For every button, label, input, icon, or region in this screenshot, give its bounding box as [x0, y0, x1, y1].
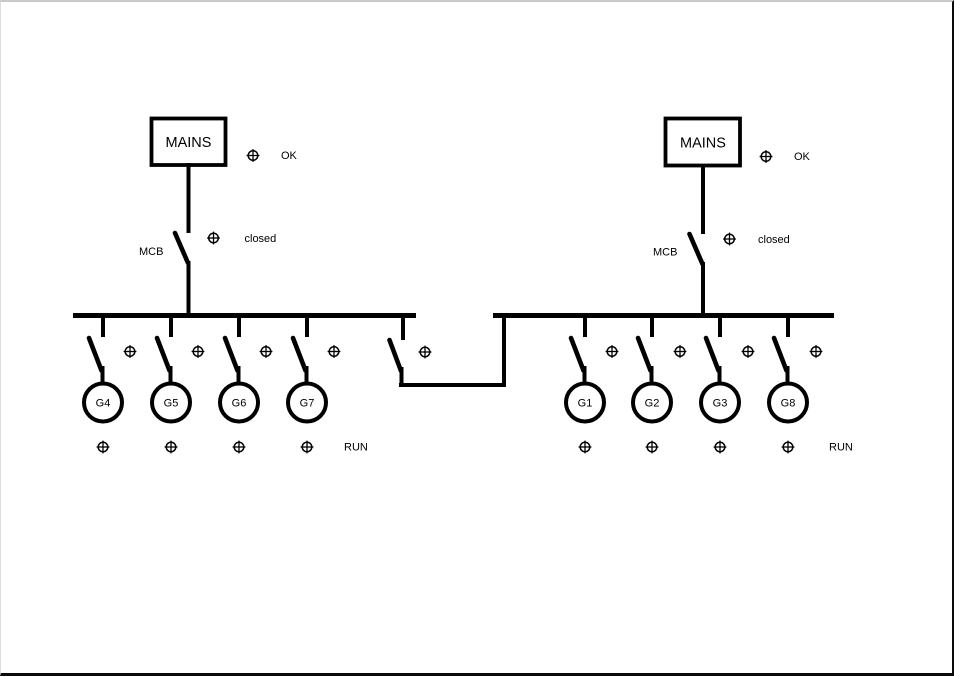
- g8-generator-circle[interactable]: [767, 381, 809, 424]
- g8-run-indicator-icon: [780, 439, 796, 455]
- g5-generator-circle[interactable]: [150, 381, 192, 424]
- left-mcb-breaker[interactable]: [172, 230, 191, 266]
- right-mains-ok-indicator-icon: [758, 149, 774, 164]
- g8-label: G8: [781, 398, 796, 410]
- g6-generator-circle[interactable]: [218, 381, 260, 424]
- g8-switch-indicator-icon: [808, 344, 824, 359]
- bus-tie-switch[interactable]: [387, 313, 506, 387]
- right-mains-status-label: OK: [794, 151, 811, 163]
- g7-generator-circle[interactable]: [286, 381, 328, 424]
- g6-switch-indicator-icon: [258, 344, 274, 359]
- g4-run-indicator-icon: [95, 439, 111, 455]
- right-mcb-breaker[interactable]: [687, 231, 705, 267]
- right-mcb-switch-blade[interactable]: [687, 231, 705, 267]
- g3-label: G3: [713, 398, 728, 410]
- g2-generator-circle[interactable]: [631, 381, 673, 424]
- right-mains-source: MAINS: [663, 116, 742, 168]
- g4-generator-circle[interactable]: [82, 381, 124, 424]
- right-section: MAINS OK MCB closed G1 G2: [493, 116, 853, 455]
- g5-label: G5: [164, 398, 179, 410]
- g4-label: G4: [96, 398, 111, 410]
- g7-switch-indicator-icon: [326, 344, 342, 359]
- left-generator-g5[interactable]: G5: [150, 313, 192, 424]
- tie-switch-indicator-icon: [417, 344, 433, 360]
- g4-switch-indicator-icon: [122, 344, 138, 359]
- g3-switch-blade[interactable]: [703, 335, 721, 373]
- g6-switch-blade[interactable]: [222, 335, 240, 373]
- g3-run-indicator-icon: [712, 439, 728, 455]
- g4-switch-blade[interactable]: [86, 335, 104, 373]
- right-generator-g8[interactable]: G8: [767, 313, 809, 424]
- g3-switch-indicator-icon: [740, 344, 756, 359]
- left-generator-g4[interactable]: G4: [82, 313, 124, 424]
- g5-switch-blade[interactable]: [154, 335, 172, 373]
- left-mains-ok-indicator-icon: [245, 148, 261, 163]
- right-generator-g3[interactable]: G3: [699, 313, 741, 424]
- right-mcb-closed-indicator-icon: [722, 231, 737, 247]
- right-mcb-label: MCB: [653, 247, 677, 259]
- right-mcb-status-label: closed: [758, 234, 790, 246]
- g2-switch-blade[interactable]: [635, 335, 653, 373]
- g3-generator-circle[interactable]: [699, 381, 741, 424]
- g5-switch-indicator-icon: [190, 344, 206, 359]
- left-mains-source: MAINS: [149, 116, 228, 167]
- g1-run-indicator-icon: [577, 439, 593, 455]
- right-run-label: RUN: [829, 442, 853, 454]
- g1-generator-circle[interactable]: [564, 381, 606, 424]
- right-mains-box: [663, 116, 742, 168]
- g8-switch-blade[interactable]: [771, 335, 789, 373]
- left-mcb-label: MCB: [139, 246, 163, 258]
- tie-switch-blade[interactable]: [387, 337, 404, 374]
- g5-run-indicator-icon: [163, 439, 179, 455]
- g2-switch-indicator-icon: [672, 344, 688, 359]
- g1-switch-indicator-icon: [604, 344, 620, 359]
- left-mcb-switch-blade[interactable]: [172, 230, 191, 266]
- left-mains-status-label: OK: [281, 150, 298, 162]
- g2-label: G2: [645, 398, 660, 410]
- g6-run-indicator-icon: [231, 439, 247, 455]
- left-section: MAINS OK MCB closed G4 G5: [73, 116, 416, 455]
- g7-switch-blade[interactable]: [290, 335, 308, 373]
- right-generator-g1[interactable]: G1: [564, 313, 606, 424]
- left-generator-g7[interactable]: G7: [286, 313, 328, 424]
- left-mains-label: MAINS: [166, 135, 212, 151]
- g7-run-indicator-icon: [299, 439, 315, 455]
- g1-switch-blade[interactable]: [568, 335, 586, 373]
- right-mains-label: MAINS: [680, 136, 726, 152]
- left-mcb-closed-indicator-icon: [206, 230, 221, 246]
- left-mcb-status-label: closed: [245, 233, 277, 245]
- right-generator-g2[interactable]: G2: [631, 313, 673, 424]
- g7-label: G7: [300, 398, 315, 410]
- g2-run-indicator-icon: [644, 439, 660, 455]
- left-generator-g6[interactable]: G6: [218, 313, 260, 424]
- g6-label: G6: [232, 398, 247, 410]
- g1-label: G1: [578, 398, 593, 410]
- left-run-label: RUN: [344, 442, 368, 454]
